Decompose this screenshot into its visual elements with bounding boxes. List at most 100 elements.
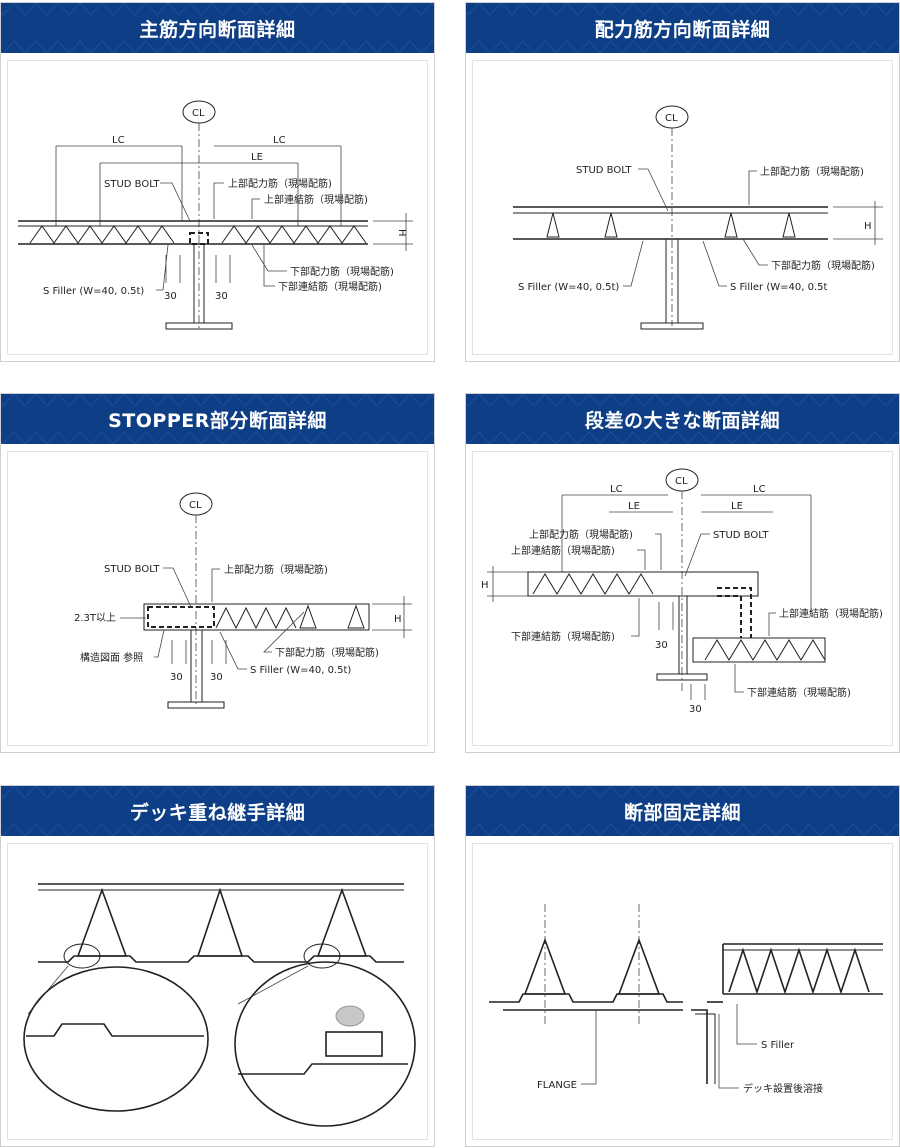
truss-nodes: [546, 212, 796, 238]
leader: [251, 244, 287, 272]
s-filler-label: S Filler: [761, 1040, 795, 1051]
leader: [163, 567, 192, 608]
h-label: H: [396, 229, 407, 237]
bottom-bar-label: 下部配力筋（現場配筋): [275, 646, 379, 659]
zoom-circle: [234, 961, 416, 1127]
beam-flange: [640, 322, 704, 330]
leader: [154, 629, 165, 658]
leader: [219, 631, 247, 670]
panel-main-bar-section: 主筋方向断面詳細 CL LC LC LE: [0, 2, 435, 362]
panel-title: 段差の大きな断面詳細: [584, 409, 780, 432]
panel-header: 主筋方向断面詳細: [1, 3, 434, 53]
reference-label: 構造図面 参照: [80, 651, 143, 664]
header-pattern: [1, 3, 434, 53]
centerline-label: CL: [675, 476, 688, 487]
leader: [631, 598, 640, 637]
detail-circle: [63, 943, 101, 969]
step-plate: [717, 587, 752, 638]
dim-30: 30: [170, 672, 183, 683]
panel-title: 配力筋方向断面詳細: [594, 18, 771, 41]
h-label: H: [481, 580, 489, 591]
drawing-area: CL LC LE LC LE H: [472, 451, 893, 746]
truss: [728, 947, 870, 995]
centerline-label: CL: [189, 500, 202, 511]
deck-plate: [38, 955, 404, 963]
dim-30: 30: [655, 640, 668, 651]
dim-30: 30: [210, 672, 223, 683]
top-bar-label: 上部配力筋（現場配筋): [760, 165, 864, 178]
bottom-link-label: 下部連結筋（現場配筋): [511, 630, 615, 643]
leader: [263, 611, 305, 653]
centerline-label: CL: [192, 108, 205, 119]
drawing-area: [7, 843, 428, 1140]
leader: [655, 533, 662, 570]
stopper-section-drawing: CL H STUD BOLT 上部配力筋（現場配筋) 2.3T以上 構造図面 参…: [74, 492, 412, 709]
truss: [215, 606, 297, 630]
leader: [160, 182, 191, 222]
dim-30: 30: [689, 704, 702, 715]
truss: [532, 573, 654, 595]
panel-title: デッキ重ね継手詳細: [129, 801, 306, 824]
zoom-circle: [23, 966, 209, 1112]
leader: [734, 664, 744, 693]
leader: [736, 1004, 757, 1045]
le-label: LE: [628, 501, 640, 512]
header-pattern: [1, 786, 434, 836]
drawing-area: CL H STUD BOLT 上部配力筋（現場配筋) 2.3T以上 構造図面 参…: [7, 451, 428, 746]
s-filler-label: S Filler (W=40, 0.5t): [518, 282, 619, 293]
panel-header: デッキ重ね継手詳細: [1, 786, 434, 836]
h-label: H: [394, 614, 402, 625]
header-pattern: [466, 786, 899, 836]
truss-node: [196, 887, 244, 957]
header-pattern: [1, 394, 434, 444]
le-label: LE: [251, 152, 263, 163]
panel-header: 段差の大きな断面詳細: [466, 394, 899, 444]
panel-header: STOPPER部分断面詳細: [1, 394, 434, 444]
top-bar-label: 上部配力筋（現場配筋): [529, 528, 633, 541]
zoom-deck: [238, 1063, 408, 1075]
leader: [718, 1014, 739, 1089]
leader: [623, 240, 644, 287]
stud-bolt-label: STUD BOLT: [104, 179, 160, 190]
panel-stopper-section: STOPPER部分断面詳細 CL H STUD BOLT 上部配力筋（現場配筋)…: [0, 393, 435, 753]
leader: [263, 245, 275, 287]
panel-deck-lap-joint: デッキ重ね継手詳細: [0, 785, 435, 1147]
upper-slab: [527, 571, 759, 597]
dim-30: 30: [215, 291, 228, 302]
beam-flange: [167, 701, 225, 709]
dim-30: 30: [164, 291, 177, 302]
centerline-label: CL: [665, 113, 678, 124]
end-fixing-drawing: FLANGE S Filler デッキ設置後溶接: [489, 904, 883, 1095]
leader: [702, 240, 727, 287]
lc-label: LC: [753, 484, 766, 495]
stopper-plate: [147, 606, 215, 628]
beam-flange: [656, 673, 708, 681]
leader: [684, 533, 710, 577]
truss-node: [316, 887, 368, 957]
header-pattern: [466, 394, 899, 444]
drawing-area: CL H STUD BOLT 上部配力筋（現場配筋) 下部配力筋（現場配筋): [472, 60, 893, 355]
top-bar-label: 上部配力筋（現場配筋): [228, 177, 332, 190]
drawing-area: FLANGE S Filler デッキ設置後溶接: [472, 843, 893, 1140]
leader: [742, 238, 768, 266]
bottom-link-label: 下部連結筋（現場配筋): [278, 280, 382, 293]
panel-large-step-section: 段差の大きな断面詳細 CL LC LE LC LE: [465, 393, 900, 753]
panel-title: 主筋方向断面詳細: [139, 18, 296, 41]
truss: [221, 225, 367, 244]
zoom-clip: [325, 1031, 383, 1057]
lc-label: LC: [112, 135, 125, 146]
leader: [768, 612, 776, 636]
leader: [638, 168, 669, 212]
top-link-label: 上部連結筋（現場配筋): [511, 544, 615, 557]
detail-circle: [303, 943, 341, 969]
step-plate: [717, 595, 742, 638]
bottom-bar-label: 下部配力筋（現場配筋): [290, 265, 394, 278]
truss-node: [299, 604, 317, 629]
panel-title: STOPPER部分断面詳細: [108, 409, 327, 432]
leader: [237, 965, 309, 1005]
lower-slab: [692, 637, 826, 663]
truss-node: [347, 604, 365, 629]
s-filler-label: S Filler (W=40, 0.5t): [43, 286, 144, 297]
main-bar-section-drawing: CL LC LC LE: [18, 100, 413, 331]
top-bar-label: 上部配力筋（現場配筋): [224, 563, 328, 576]
